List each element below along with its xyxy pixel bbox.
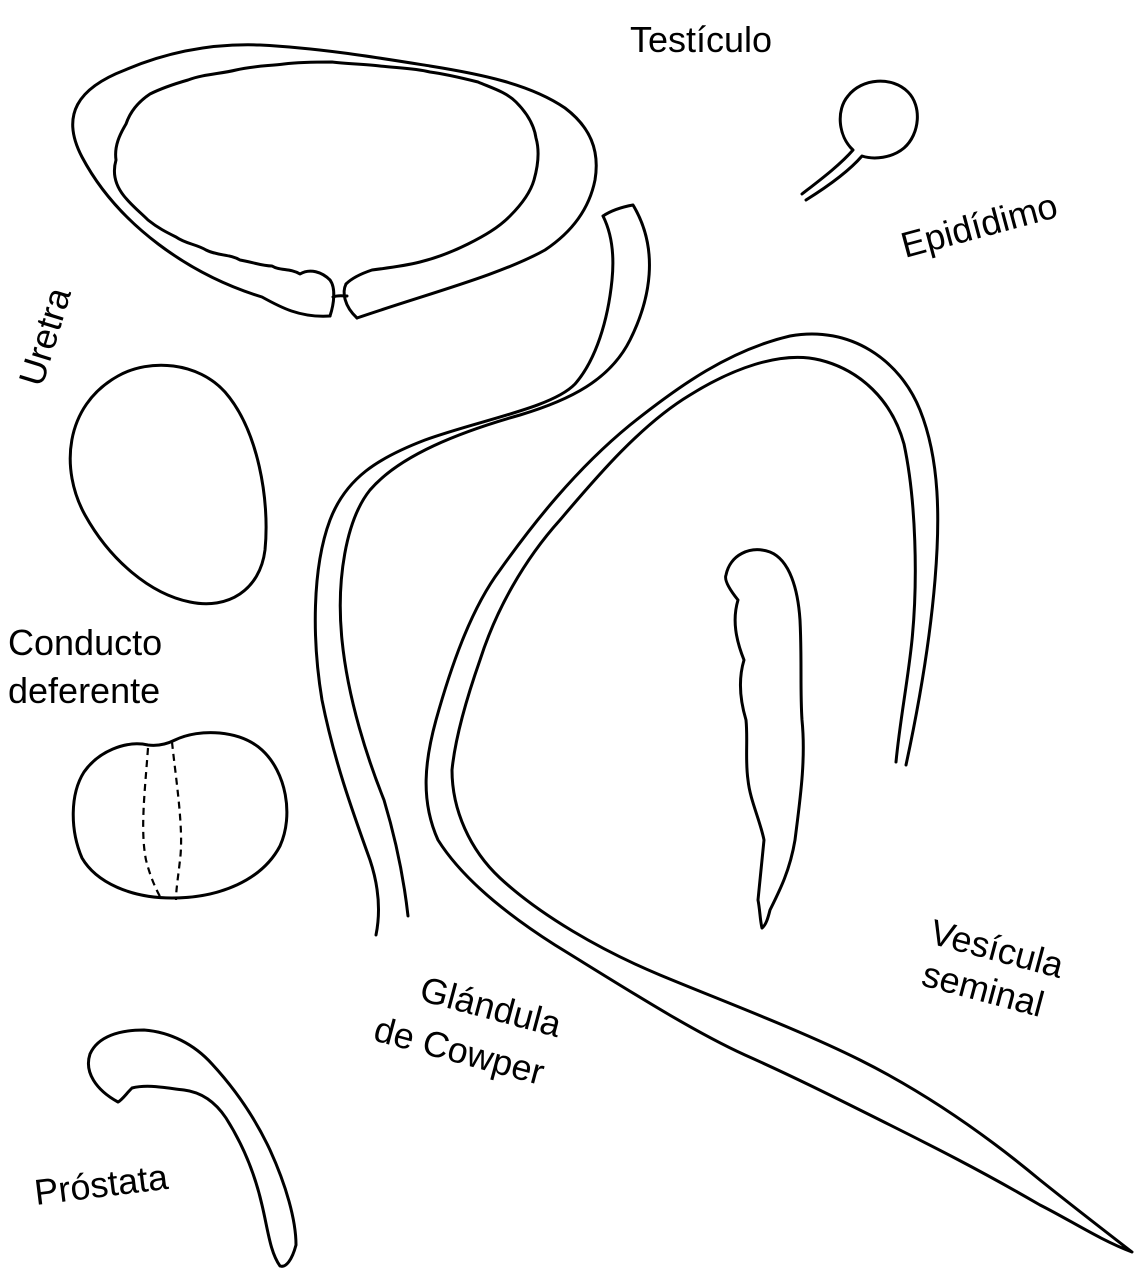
vas-deferens-dash-right: [172, 742, 181, 900]
epididymis-shape: [802, 81, 917, 200]
epididymis-outline: [802, 81, 917, 200]
testicle-neck-thread: [333, 296, 347, 297]
label-conducto-line2: deferente: [8, 670, 160, 711]
label-testiculo: Testículo: [630, 19, 772, 60]
label-uretra: Uretra: [10, 282, 79, 391]
label-epididimo: Epidídimo: [896, 185, 1061, 266]
urethra-shape: [70, 365, 266, 604]
lobed-piece-shape: [726, 550, 804, 928]
vas-deferens-dash-left: [143, 748, 162, 900]
seminal-vesicle-outline: [426, 334, 1132, 1252]
testicle-outer-outline: [73, 45, 597, 318]
seminal-vesicle-shape: [426, 334, 1132, 1252]
label-prostata: Próstata: [32, 1156, 171, 1213]
urethra-outline: [70, 365, 266, 604]
testicle-shape: [73, 45, 597, 318]
testicle-inner-outline: [114, 62, 538, 284]
prostate-outline: [88, 1030, 296, 1266]
lobed-piece-outline: [726, 550, 804, 928]
label-conducto-line1: Conducto: [8, 622, 162, 663]
vas-deferens-shape: [73, 733, 287, 900]
prostate-shape: [88, 1030, 296, 1266]
testicle-neck-right: [344, 284, 357, 318]
